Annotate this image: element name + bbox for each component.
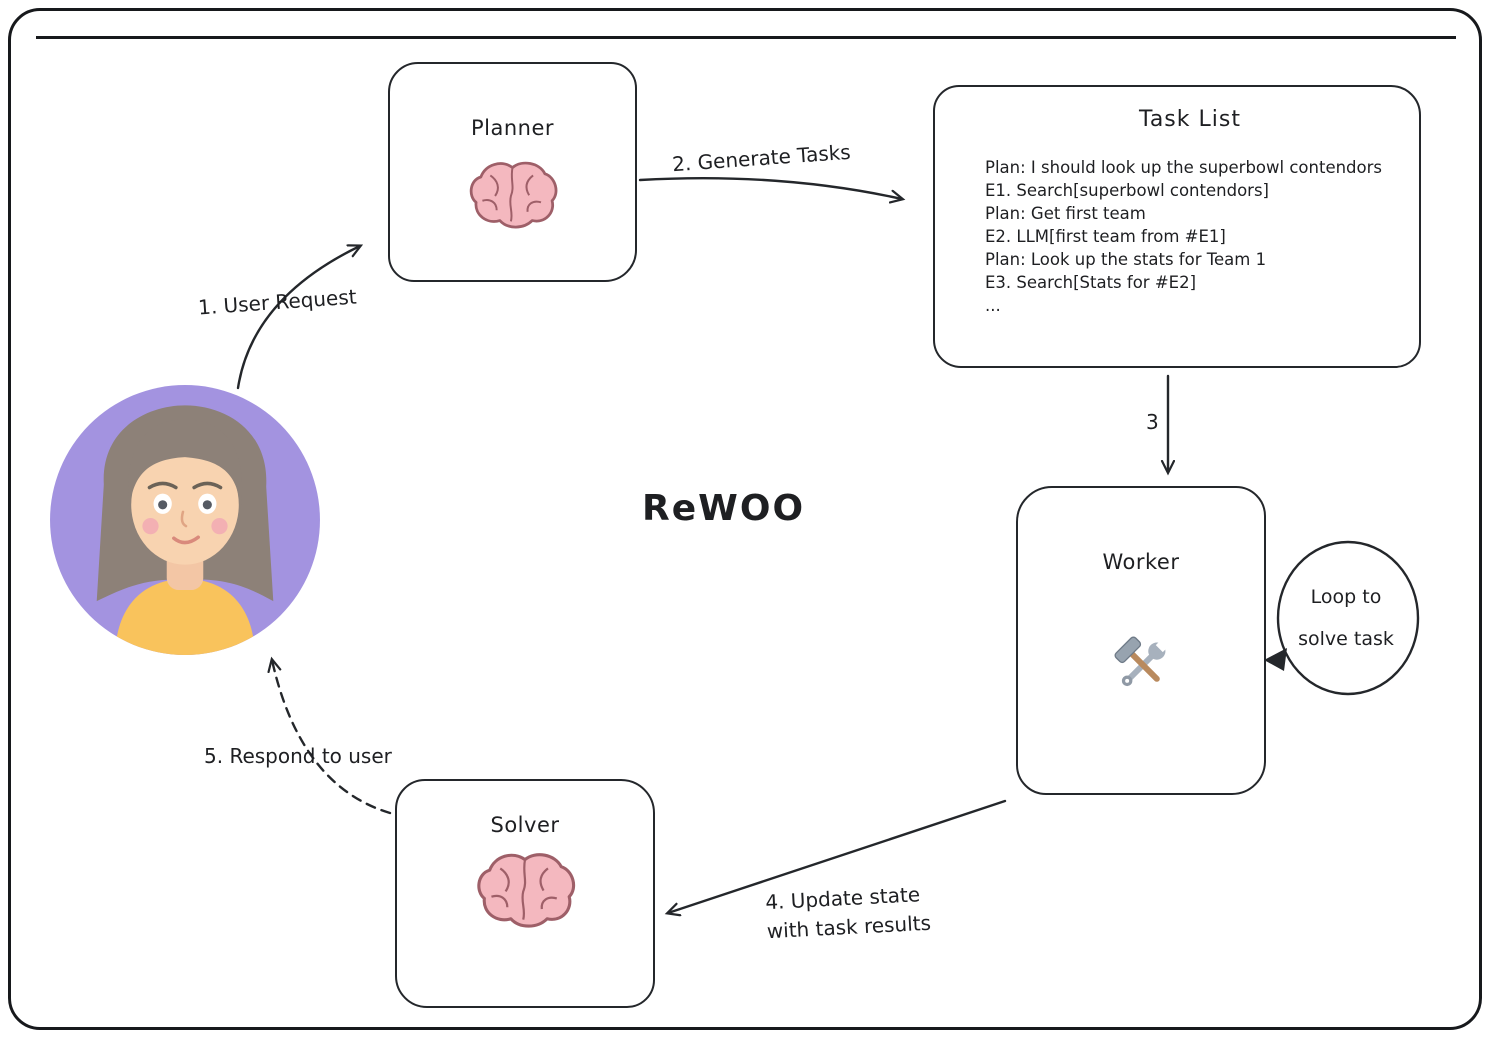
user-avatar bbox=[48, 383, 322, 657]
task-line: E2. LLM[first team from #E1] bbox=[985, 227, 1226, 246]
user-avatar-illustration bbox=[50, 385, 320, 655]
task-line: E3. Search[Stats for #E2] bbox=[985, 273, 1197, 292]
worker-node: Worker bbox=[1016, 486, 1266, 795]
top-divider-line bbox=[36, 36, 1456, 39]
task-line: ... bbox=[985, 296, 1001, 315]
worker-label: Worker bbox=[1102, 550, 1180, 574]
solver-node: Solver bbox=[395, 779, 655, 1008]
edge-label-step-3: 3 bbox=[1146, 410, 1159, 434]
planner-node: Planner bbox=[388, 62, 637, 282]
task-list-title: Task List bbox=[1139, 107, 1241, 132]
tools-icon bbox=[1114, 636, 1170, 687]
task-list-node: Task List Plan: I should look up the sup… bbox=[933, 85, 1421, 368]
brain-icon bbox=[477, 853, 576, 928]
edge-label-respond-to-user: 5. Respond to user bbox=[204, 744, 392, 768]
task-line: Plan: Look up the stats for Team 1 bbox=[985, 250, 1267, 269]
edge-label-update-state: 4. Update state with task results bbox=[765, 880, 932, 947]
loop-label-line1: Loop to bbox=[1310, 586, 1382, 608]
solver-label: Solver bbox=[490, 813, 560, 837]
task-line: Plan: Get first team bbox=[985, 204, 1146, 223]
task-line: E1. Search[superbowl contendors] bbox=[985, 181, 1269, 200]
loop-label-line2: solve task bbox=[1298, 628, 1394, 650]
brain-icon bbox=[469, 161, 558, 229]
task-line: Plan: I should look up the superbowl con… bbox=[985, 158, 1383, 177]
diagram-title: ReWOO bbox=[642, 488, 806, 529]
loop-label: Loop to solve task bbox=[1283, 576, 1409, 660]
planner-label: Planner bbox=[470, 116, 555, 140]
